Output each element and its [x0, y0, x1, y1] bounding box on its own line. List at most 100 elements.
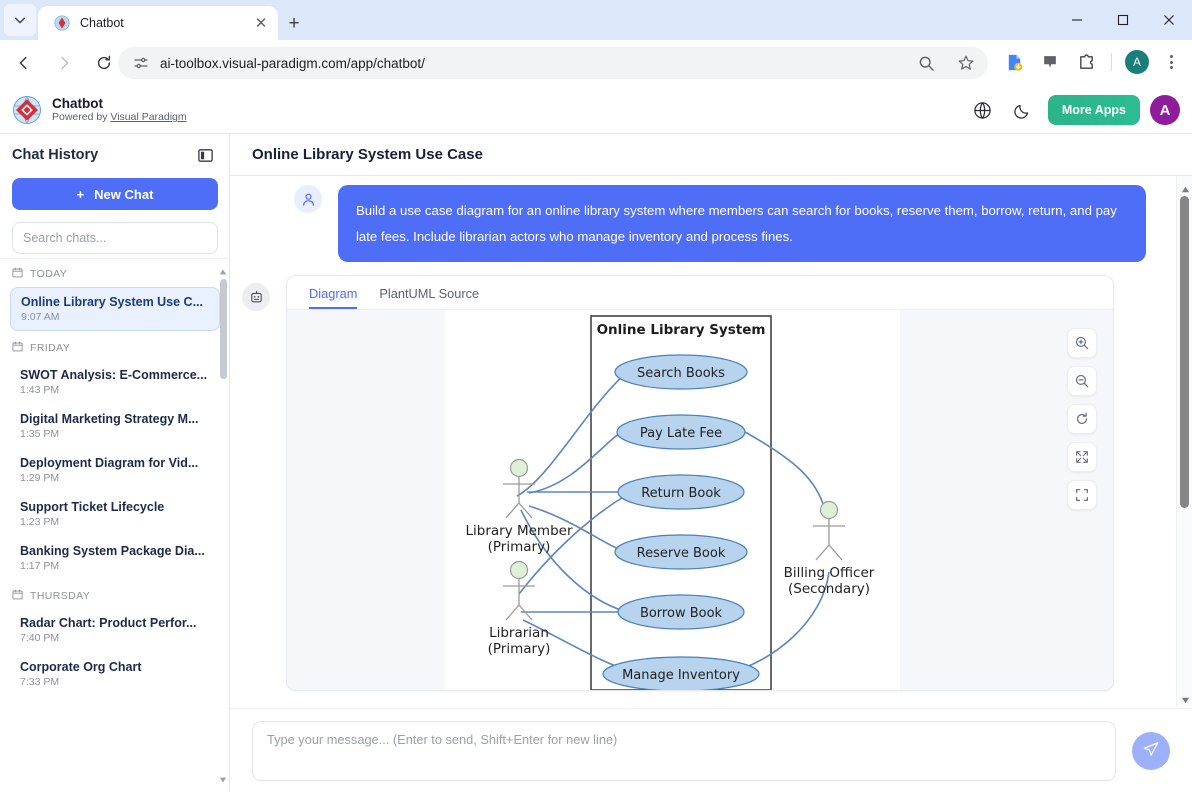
sidebar: Chat History + New Chat TODAY Online Libr… — [0, 134, 230, 792]
main-scrollbar[interactable] — [1176, 176, 1192, 706]
new-chat-label: New Chat — [94, 186, 154, 202]
reset-icon[interactable] — [1067, 404, 1097, 434]
chat-history-item-time: 9:07 AM — [21, 311, 60, 323]
use-case-label: Manage Inventory — [622, 668, 740, 683]
user-avatar[interactable]: A — [1150, 95, 1180, 125]
chat-history-item[interactable]: SWOT Analysis: E-Commerce... 1:43 PM — [10, 361, 220, 403]
new-tab-button[interactable]: + — [288, 12, 300, 34]
diagram-canvas[interactable]: Online Library System — [287, 310, 1113, 690]
tab-search-chevron-icon[interactable] — [4, 4, 36, 36]
chat-history-item[interactable]: Radar Chart: Product Perfor... 7:40 PM — [10, 609, 220, 651]
chat-history-item-title: Support Ticket Lifecycle — [20, 500, 165, 514]
language-globe-icon[interactable] — [968, 95, 998, 125]
browser-profile-avatar[interactable]: A — [1122, 47, 1152, 77]
actor-name: Librarian — [489, 625, 549, 641]
chat-group-label: THURSDAY — [0, 581, 230, 607]
tab-plantuml-source[interactable]: PlantUML Source — [379, 286, 480, 301]
search-icon[interactable] — [914, 51, 938, 75]
sidebar-header: Chat History — [0, 134, 229, 176]
chat-history-title: Chat History — [12, 147, 99, 163]
window-close-icon[interactable] — [1146, 0, 1192, 40]
fit-screen-icon[interactable] — [1067, 480, 1097, 510]
collapse-sidebar-icon[interactable] — [193, 143, 217, 167]
document-download-extension-icon[interactable] — [999, 47, 1029, 77]
window-minimize-icon[interactable] — [1054, 0, 1100, 40]
chat-group-label-text: TODAY — [30, 268, 68, 280]
use-case-ellipse — [617, 474, 745, 510]
window-controls — [1054, 0, 1192, 40]
close-tab-icon[interactable]: ✕ — [254, 14, 268, 32]
actor-stereotype: (Primary) — [488, 641, 551, 657]
actor-name: Library Member — [465, 523, 572, 539]
user-message-bubble: Build a use case diagram for an online l… — [338, 185, 1146, 263]
new-chat-button[interactable]: + New Chat — [12, 178, 218, 210]
comment-icon[interactable] — [1035, 47, 1065, 77]
chat-scroll-up-arrow[interactable] — [219, 263, 227, 275]
expand-icon[interactable] — [1067, 442, 1097, 472]
use-case-label: Return Book — [641, 486, 721, 501]
chat-group-label-text: THURSDAY — [30, 590, 91, 602]
chat-history-item[interactable]: Deployment Diagram for Vid...1:29 PM — [10, 449, 220, 491]
main-scroll-down-arrow[interactable] — [1181, 692, 1190, 710]
header-actions: More Apps A — [968, 86, 1180, 134]
browser-menu-icon[interactable] — [1158, 47, 1184, 77]
chat-history-item[interactable]: Digital Marketing Strategy M...1:35 PM — [10, 405, 220, 447]
chat-history-item-title: Banking System Package Dia... — [20, 544, 205, 558]
use-case-label: Pay Late Fee — [640, 426, 722, 441]
extensions-puzzle-icon[interactable] — [1071, 47, 1101, 77]
browser-tab-strip: Chatbot ✕ + — [0, 0, 1192, 40]
window-maximize-icon[interactable] — [1100, 0, 1146, 40]
chat-history-item-time: 1:17 PM — [20, 560, 60, 572]
toolbar-divider — [1111, 53, 1112, 71]
chat-group-label-text: FRIDAY — [30, 342, 71, 354]
uml-use-case-diagram: Online Library System — [445, 310, 900, 690]
browser-tab-title: Chatbot — [80, 16, 124, 30]
chat-history-item-time: 1:43 PM — [20, 384, 60, 396]
address-bar[interactable]: ai-toolbox.visual-paradigm.com/app/chatb… — [118, 47, 988, 79]
chat-history-item-title: Radar Chart: Product Perfor... — [20, 616, 197, 630]
robot-icon — [242, 283, 270, 311]
use-case-label: Reserve Book — [637, 546, 726, 561]
powered-by-text: Powered by — [52, 111, 111, 124]
use-case-ellipse — [602, 656, 760, 690]
search-chats-input[interactable] — [12, 222, 218, 254]
chat-history-item-time: 7:40 PM — [20, 632, 60, 644]
svg-text:Online Library System: Online Library System — [597, 322, 766, 338]
actor-stereotype: (Primary) — [488, 539, 551, 555]
main-scrollbar-thumb[interactable] — [1180, 196, 1189, 508]
main-scroll-up-arrow[interactable] — [1181, 181, 1190, 199]
chat-history-item-time: 7:33 PM — [20, 676, 60, 688]
zoom-out-icon[interactable] — [1067, 366, 1097, 396]
chat-history-list[interactable]: TODAY Online Library System Use C...9:07 … — [0, 258, 230, 792]
chat-list-scrollbar-thumb[interactable] — [220, 279, 227, 379]
chat-history-item-title: SWOT Analysis: E-Commerce... — [20, 368, 208, 382]
chat-messages-area: Build a use case diagram for an online l… — [230, 176, 1192, 792]
app-header: Chatbot Powered by Visual Paradigm More … — [0, 86, 1192, 134]
site-settings-icon[interactable] — [128, 55, 154, 71]
send-button[interactable] — [1132, 731, 1170, 770]
dark-mode-moon-icon[interactable] — [1008, 95, 1038, 125]
app-title: Chatbot — [52, 95, 103, 111]
chat-history-item-time: 1:29 PM — [20, 472, 60, 484]
calendar-icon — [12, 341, 23, 355]
chat-history-item[interactable]: Online Library System Use C...9:07 AM — [10, 287, 220, 331]
more-apps-button[interactable]: More Apps — [1047, 95, 1140, 125]
message-input[interactable] — [252, 720, 1116, 781]
visual-paradigm-link[interactable]: Visual Paradigm — [110, 111, 187, 124]
actor: Library Member(Primary) — [465, 458, 573, 555]
bookmark-star-icon[interactable] — [954, 51, 978, 75]
use-case-ellipse — [614, 534, 748, 570]
chat-history-item[interactable]: Banking System Package Dia... 1:17 PM — [10, 537, 220, 579]
back-icon[interactable] — [8, 47, 40, 79]
chat-scroll-down-arrow[interactable] — [219, 771, 227, 783]
send-icon — [1142, 740, 1160, 761]
browser-toolbar: ai-toolbox.visual-paradigm.com/app/chatb… — [0, 40, 1192, 86]
calendar-icon — [12, 589, 23, 603]
browser-tab[interactable]: Chatbot ✕ — [38, 6, 278, 40]
reload-icon[interactable] — [88, 47, 120, 79]
zoom-in-icon[interactable] — [1067, 328, 1097, 358]
tab-diagram[interactable]: Diagram — [309, 286, 358, 309]
chat-group-label: FRIDAY — [0, 333, 230, 359]
